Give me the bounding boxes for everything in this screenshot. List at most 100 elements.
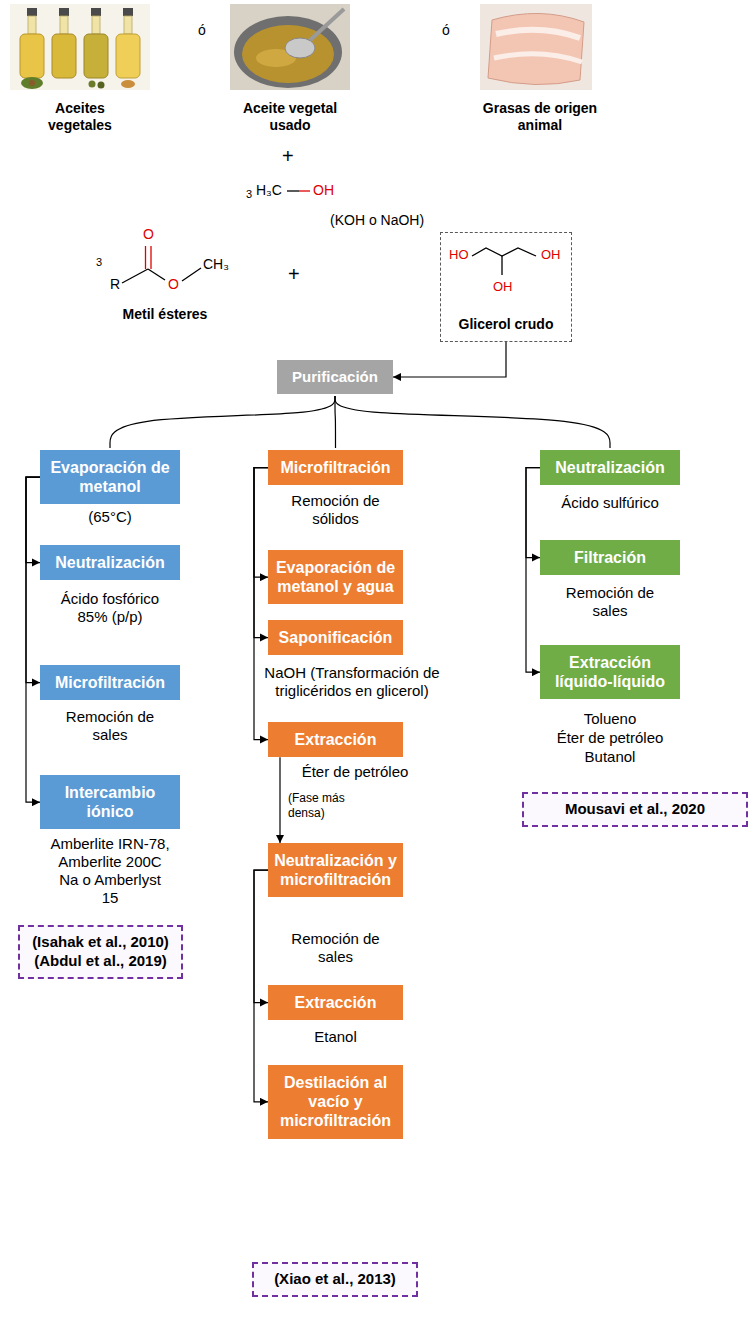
bottle-neck: [124, 16, 132, 34]
bottle-neck: [60, 16, 68, 34]
atom-label: CH₃: [203, 256, 229, 273]
oil-bottle: [84, 34, 108, 78]
box-text: Filtración: [546, 548, 674, 567]
flow-arrow: [254, 468, 268, 740]
flow-arrow: [279, 757, 280, 843]
split-brace: [335, 396, 610, 448]
atom-label: HO: [449, 247, 469, 263]
olive: [98, 82, 105, 89]
bond-lines: [122, 191, 536, 283]
flow-arrow: [254, 870, 268, 1002]
atom-label: O: [168, 276, 179, 293]
process-box: Purificación: [277, 360, 393, 394]
used-oil-illustration: [230, 4, 350, 90]
source-caption: Aceite vegetal usado: [230, 100, 350, 134]
process-box: Extracción: [268, 722, 403, 757]
flow-arrow: [26, 477, 40, 562]
source-caption: Aceites vegetales: [35, 100, 125, 134]
plus-sign: +: [288, 262, 300, 286]
box-text: Evaporación de metanol y agua: [274, 558, 397, 596]
step-note: Remoción de sólidos: [276, 492, 396, 528]
step-note: Ácido sulfúrico: [550, 494, 670, 512]
skimmer: [285, 38, 315, 58]
photo-ground: [10, 4, 150, 90]
process-box: Intercambio iónico: [40, 775, 180, 829]
step-note: Amberlite IRN-78, Amberlite 200C Na o Am…: [50, 835, 170, 907]
box-text: Neutralización: [546, 458, 674, 477]
box-text: Purificación: [283, 368, 387, 386]
edge-label: (Fase más densa): [288, 791, 366, 820]
box-text: Intercambio iónico: [46, 783, 174, 821]
bottle-cork: [91, 8, 101, 16]
bond-line: [182, 268, 201, 281]
box-text: Saponificación: [274, 628, 397, 647]
connectors: [26, 342, 610, 1102]
bottle-neck: [28, 16, 36, 34]
bond-line: [501, 256, 502, 275]
step-note: Butanol: [550, 748, 670, 766]
box-text: Microfiltración: [274, 458, 397, 477]
box-text: Neutralización y microfiltración: [274, 851, 397, 889]
reference-box: (Isahak et al., 2010)(Abdul et al., 2019…: [18, 925, 183, 979]
process-box: Extracción: [268, 985, 403, 1020]
process-box: Saponificación: [268, 620, 403, 655]
bond-line: [287, 190, 299, 191]
process-box: Neutralización y microfiltración: [268, 843, 403, 897]
atom-label: R: [110, 276, 120, 293]
bond-line: [299, 190, 310, 191]
process-box: Destilación al vacío y microfiltración: [268, 1065, 403, 1139]
coefficient: 3: [246, 188, 252, 201]
flow-arrow: [526, 468, 540, 558]
catalyst-label: (KOH o NaOH): [330, 212, 424, 229]
step-note: Etanol: [276, 1028, 396, 1046]
skimmer-handle: [308, 9, 344, 42]
bond-line: [148, 269, 165, 280]
fat-layer: [496, 30, 580, 38]
flow-arrow: [254, 870, 268, 1102]
atom-label: H₃C: [256, 182, 282, 199]
bond-line: [145, 246, 146, 269]
flow-arrow: [254, 468, 268, 638]
atom-label: OH: [493, 279, 513, 295]
flow-arrow: [526, 468, 540, 673]
process-box: Microfiltración: [268, 450, 403, 485]
box-text: Microfiltración: [46, 673, 174, 692]
split-brace: [334, 396, 336, 448]
step-note: Éter de petróleo: [550, 729, 670, 747]
compound-name: Metil ésteres: [100, 306, 230, 323]
flow-arrow: [254, 468, 268, 578]
oil-bottle: [20, 34, 44, 78]
vegetable-oil-illustration: [10, 4, 150, 90]
step-note: Remoción de sales: [50, 708, 170, 744]
split-brace: [110, 396, 335, 448]
bottle-cork: [123, 8, 133, 16]
avocado: [21, 77, 43, 89]
reference-box: Mousavi et al., 2020: [522, 792, 748, 827]
box-text: Evaporación de metanol: [46, 458, 174, 496]
fat-slab: [488, 13, 584, 84]
bond-line: [150, 246, 151, 269]
process-box: Filtración: [540, 540, 680, 575]
step-note: Tolueno: [550, 710, 670, 728]
reference-box: (Xiao et al., 2013): [252, 1262, 418, 1297]
step-note: NaOH (Transformación de triglicéridos en…: [262, 664, 442, 700]
bottle-cork: [59, 8, 69, 16]
coefficient: 3: [96, 256, 102, 269]
product-box: HOOHOHGlicerol crudo: [440, 232, 572, 342]
step-note: Remoción de sales: [550, 584, 670, 620]
animal-fat-illustration: [480, 4, 592, 90]
box-text: Neutralización: [46, 553, 174, 572]
atom-label: O: [143, 226, 154, 243]
box-text: Extracción líquido-líquido: [546, 653, 674, 691]
bottle-cork: [27, 8, 37, 16]
oil-bottle: [52, 34, 76, 78]
process-box: Evaporación de metanol y agua: [268, 550, 403, 604]
oil-bottle: [116, 34, 140, 78]
compound-name: Glicerol crudo: [441, 316, 571, 333]
avocado-seed: [29, 80, 35, 86]
flow-arrow: [26, 477, 40, 682]
photo-ground: [230, 4, 350, 90]
flow-arrow: [393, 342, 506, 377]
reference-text: (Isahak et al., 2010): [24, 933, 177, 952]
